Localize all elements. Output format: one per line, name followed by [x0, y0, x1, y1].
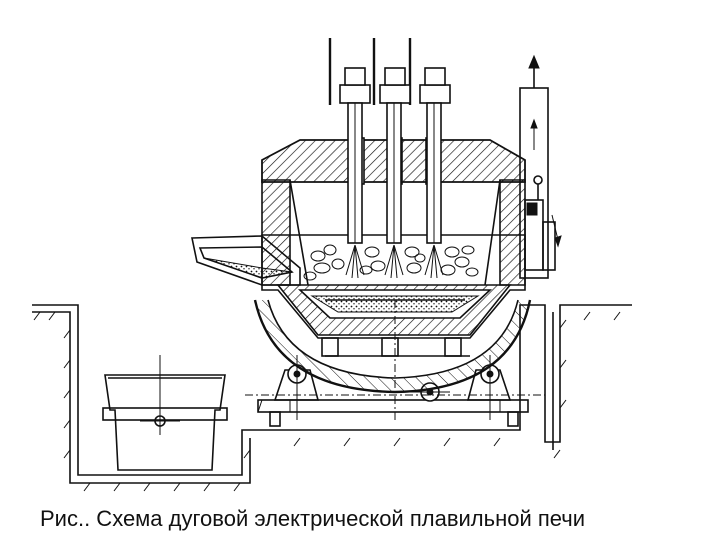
electrodes — [328, 38, 451, 279]
ladle — [102, 355, 228, 471]
scrap-charge — [303, 244, 479, 281]
center-lines — [245, 300, 545, 420]
exhaust-duct — [519, 54, 562, 279]
working-door — [524, 175, 556, 271]
pouring-spout — [191, 235, 301, 286]
figure-caption: Рис.. Схема дуговой электрической плавил… — [40, 506, 586, 531]
ground-pit — [32, 304, 632, 492]
hearth-supports — [321, 337, 470, 357]
arc-furnace-diagram — [32, 38, 632, 492]
